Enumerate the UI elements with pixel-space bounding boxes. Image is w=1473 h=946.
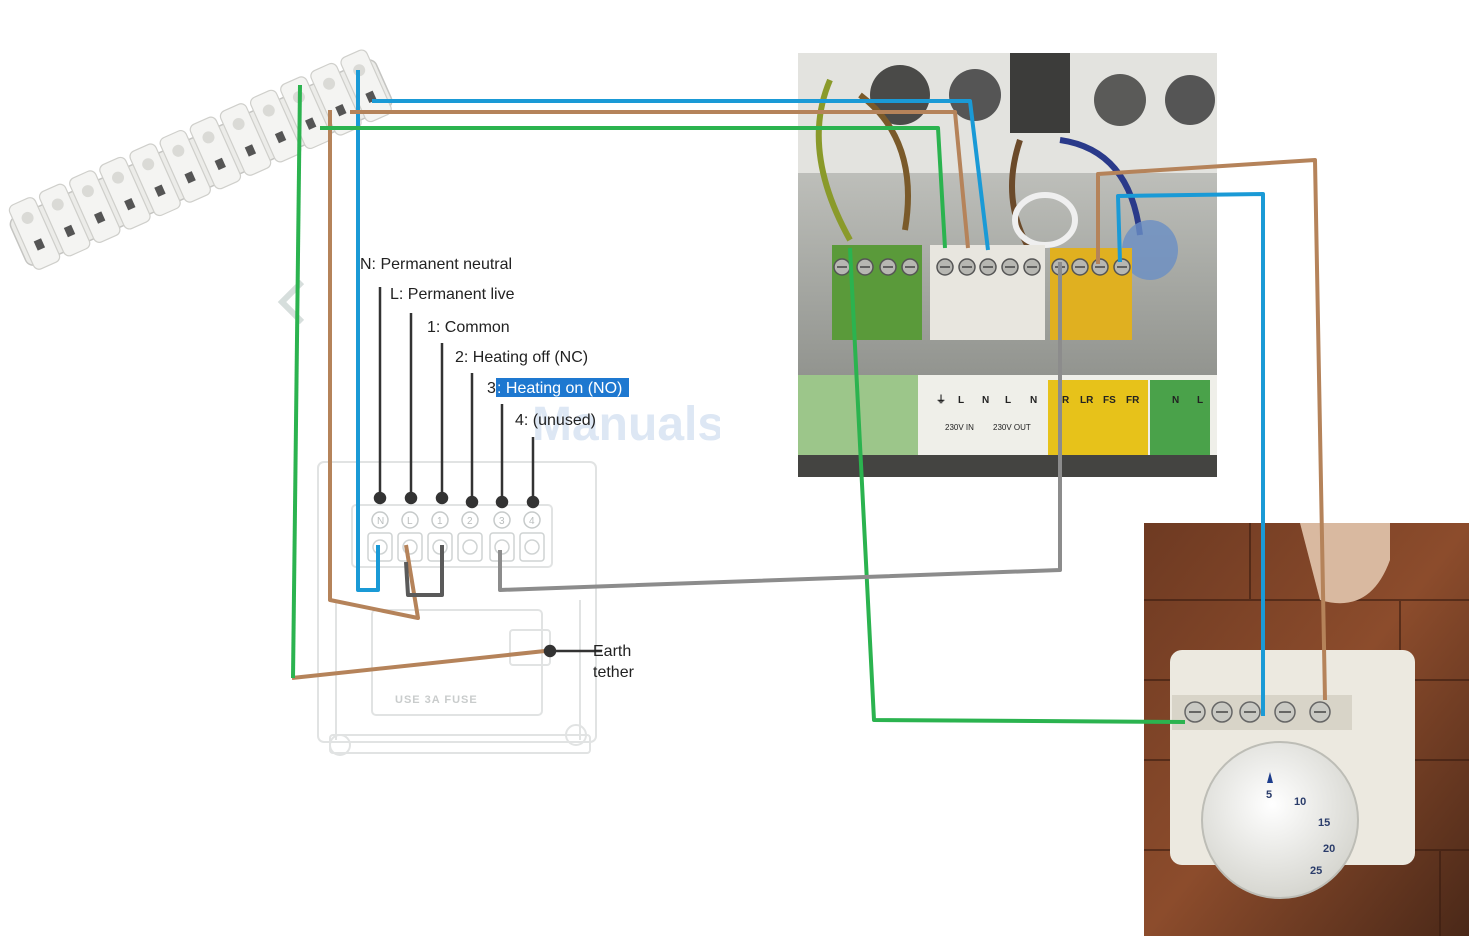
backplate-terminal-L: L	[397, 511, 423, 562]
room-thermostat-photo: 5 10 15 20 25	[1144, 523, 1469, 936]
panel-label-control-2: FS	[1103, 395, 1116, 406]
label-heating-on: : Heating on (NO)	[497, 380, 622, 397]
thermostat-dial	[1201, 741, 1359, 899]
strip-cell	[249, 89, 302, 163]
dial-number-15: 15	[1318, 817, 1330, 829]
blue-wire-neutral	[356, 70, 380, 592]
label-heating-on-highlight	[496, 378, 629, 397]
label-unused: 4: (unused)	[515, 412, 596, 429]
panel-label-mains-1: L	[958, 395, 964, 406]
dial-number-20: 20	[1323, 843, 1335, 855]
strip-cell	[38, 183, 91, 257]
panel-label-green-0: N	[1172, 395, 1179, 406]
panel-label-mains-3: L	[1005, 395, 1011, 406]
brown-wire-terminal-strip	[350, 110, 970, 249]
panel-label-green-1: L	[1197, 395, 1203, 406]
backplate-terminal-row: N L 1 2 3 4	[367, 511, 545, 562]
blue-wire-thermostat	[1116, 192, 1265, 716]
dark-wire-common	[404, 545, 444, 597]
blue-wire-boiler	[372, 99, 990, 251]
label-tether: tether	[593, 664, 635, 681]
label-230v-out: 230V OUT	[993, 423, 1031, 432]
label-heating-off: 2: Heating off (NC)	[455, 349, 588, 366]
wires	[291, 70, 1327, 724]
svg-text:2: 2	[467, 516, 473, 527]
label-earth: Earth	[593, 643, 631, 660]
panel-label-mains-0: ⏚	[936, 394, 946, 406]
label-permanent-live: L: Permanent live	[390, 286, 515, 303]
boiler-terminal-panel-photo: ⏚ L N L N R LR FS FR N L 230V IN 230V OUT	[798, 53, 1217, 477]
panel-label-mains-2: N	[982, 395, 989, 406]
strip-cell	[8, 197, 61, 270]
dial-pointer-icon	[1267, 772, 1273, 783]
panel-label-control-3: FR	[1126, 395, 1140, 406]
panel-label-control-1: LR	[1080, 395, 1094, 406]
label-leaders	[373, 287, 602, 658]
label-common: 1: Common	[427, 319, 510, 336]
backplate-fuse-text: USE 3A FUSE	[395, 694, 478, 706]
terminal-block-strip	[8, 49, 393, 270]
strip-cell	[310, 62, 362, 136]
strip-cell	[189, 116, 242, 190]
strip-cell	[280, 76, 332, 150]
grey-wire-heating-on	[498, 262, 1062, 592]
thermostat-backplate-drawing	[317, 461, 597, 756]
label-permanent-neutral: N: Permanent neutral	[360, 256, 512, 273]
label-heating-on-number: 3	[487, 380, 496, 397]
svg-text:1: 1	[437, 516, 443, 527]
svg-text:4: 4	[529, 516, 535, 527]
dial-number-5: 5	[1266, 789, 1272, 801]
green-wire-thermostat	[848, 247, 1186, 724]
svg-text:3: 3	[499, 516, 505, 527]
dial-number-25: 25	[1310, 865, 1322, 877]
label-230v-in: 230V IN	[945, 423, 974, 432]
strip-cell	[129, 143, 181, 217]
strip-cell	[99, 156, 151, 230]
strip-cell	[219, 103, 272, 176]
svg-text:L: L	[407, 516, 413, 527]
backplate-terminal-2: 2	[457, 511, 483, 562]
brown-wire-live	[328, 110, 420, 620]
strip-cell	[69, 170, 121, 243]
backplate-terminal-4: 4	[519, 511, 545, 562]
panel-label-mains-4: N	[1030, 395, 1037, 406]
brown-wire-boiler-thermostat	[1096, 158, 1327, 701]
dial-number-10: 10	[1294, 796, 1306, 808]
watermark-text: Manuals	[532, 398, 724, 451]
strip-cell	[159, 130, 211, 203]
svg-text:N: N	[377, 516, 384, 527]
green-wire-boiler	[320, 126, 947, 249]
green-wire-earth	[291, 84, 302, 679]
panel-label-control-0: R	[1062, 395, 1070, 406]
brown-wire-earth	[291, 649, 546, 680]
